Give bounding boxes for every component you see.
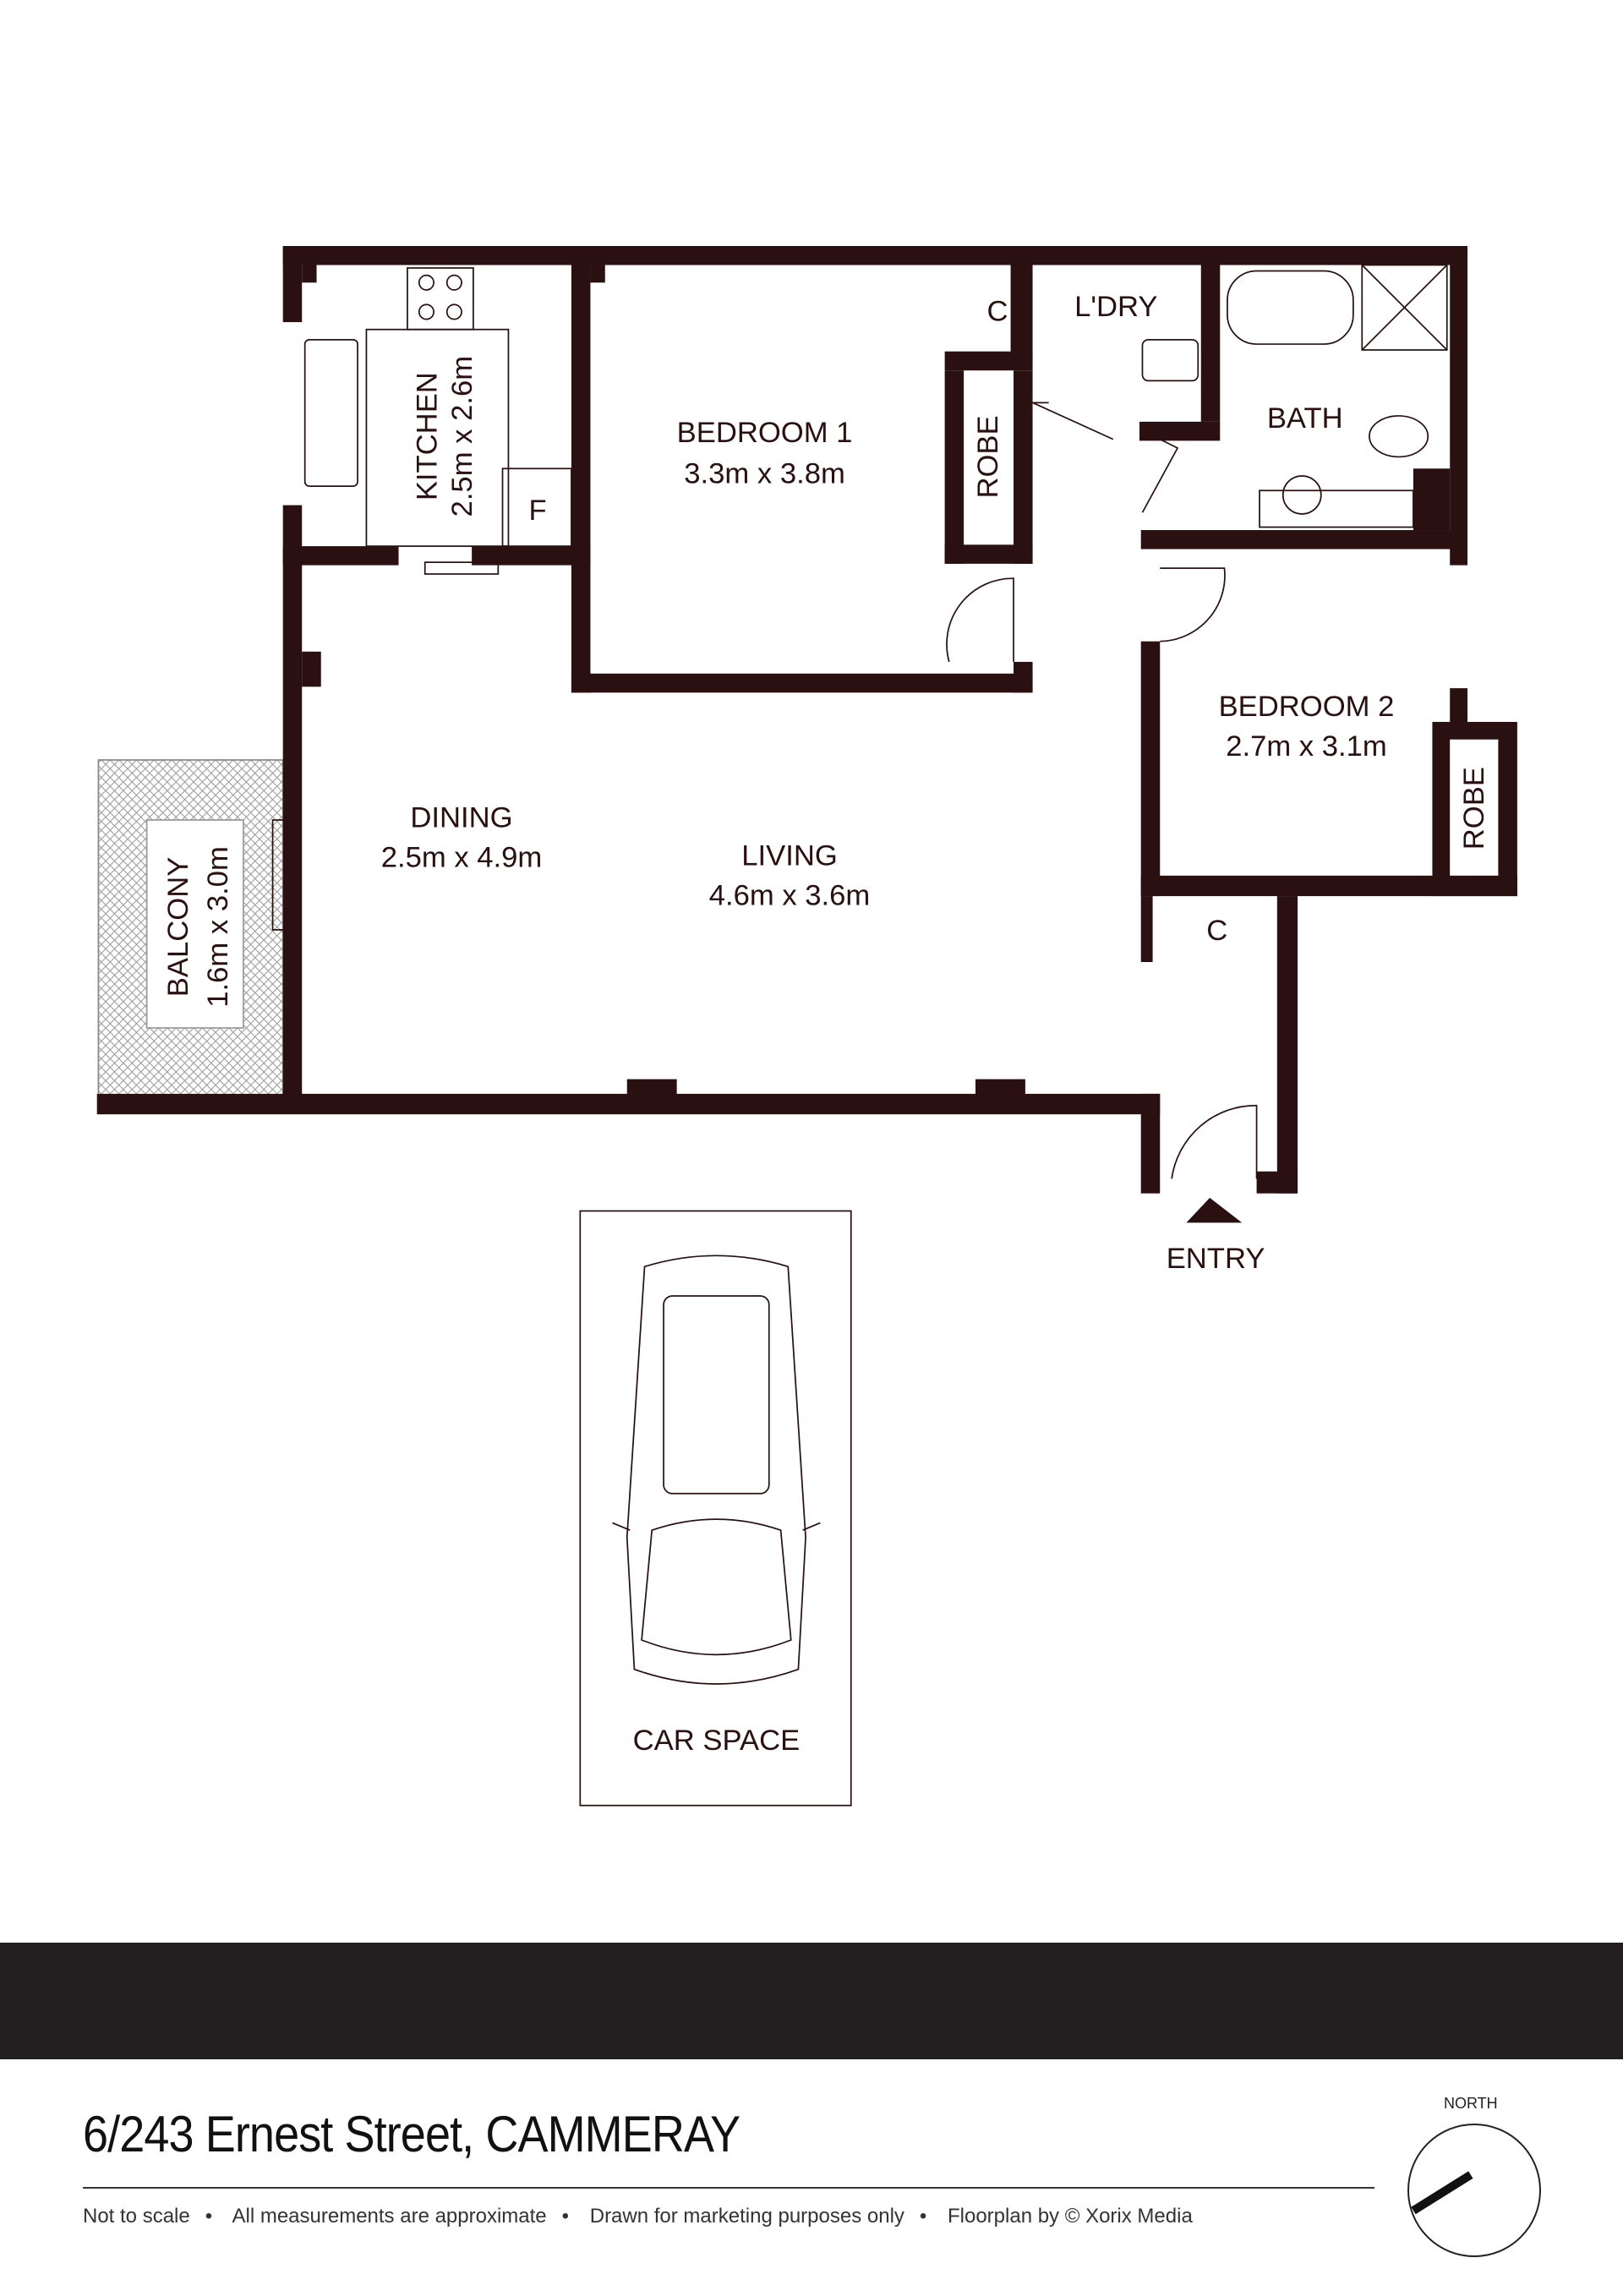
bedroom1-name: BEDROOM 1 — [677, 417, 853, 449]
robe2-label: ROBE — [1458, 767, 1490, 850]
note-scale: Not to scale — [83, 2205, 190, 2228]
property-address: 6/243 Ernest Street, CAMMERAY — [83, 2106, 740, 2162]
balcony — [97, 759, 284, 1096]
robe1-label: ROBE — [972, 415, 1004, 498]
balcony-size: 1.6m x 3.0m — [202, 846, 234, 1008]
separator: • — [205, 2205, 213, 2228]
car-icon — [612, 1255, 821, 1685]
living-name: LIVING — [741, 840, 838, 872]
room-labels: KITCHEN 2.5m x 2.6m F BEDROOM 1 3.3m x 3… — [162, 291, 1490, 1757]
dining-size: 2.5m x 4.9m — [381, 841, 543, 873]
note-marketing: Drawn for marketing purposes only — [589, 2205, 904, 2228]
bedroom2-name: BEDROOM 2 — [1219, 691, 1395, 723]
note-credit: Floorplan by © Xorix Media — [947, 2205, 1193, 2228]
car-space-label: CAR SPACE — [633, 1725, 801, 1757]
closet2-label: C — [1206, 915, 1227, 947]
dining-name: DINING — [410, 802, 512, 834]
closet1-label: C — [986, 295, 1008, 327]
fridge-label: F — [529, 495, 547, 527]
separator: • — [919, 2205, 927, 2228]
car-space — [579, 1210, 852, 1807]
note-measurements: All measurements are approximate — [232, 2205, 547, 2228]
bedroom1-size: 3.3m x 3.8m — [684, 458, 845, 490]
kitchen-name: KITCHEN — [412, 372, 444, 500]
separator: • — [561, 2205, 570, 2228]
walls — [96, 246, 1517, 1194]
bath-label: BATH — [1267, 402, 1343, 435]
entry-label: ENTRY — [1167, 1243, 1265, 1275]
compass-icon — [1407, 2124, 1541, 2257]
laundry-label: L'DRY — [1074, 291, 1157, 323]
living-size: 4.6m x 3.6m — [709, 879, 871, 911]
divider — [83, 2187, 1374, 2189]
north-label: NORTH — [1444, 2095, 1498, 2112]
disclaimer: Not to scale • All measurements are appro… — [83, 2205, 1208, 2228]
footer-banner — [0, 1943, 1623, 2059]
kitchen-size: 2.5m x 2.6m — [446, 356, 478, 517]
bedroom2-size: 2.7m x 3.1m — [1226, 730, 1387, 763]
fixtures — [271, 264, 1448, 1223]
balcony-name: BALCONY — [162, 857, 194, 997]
